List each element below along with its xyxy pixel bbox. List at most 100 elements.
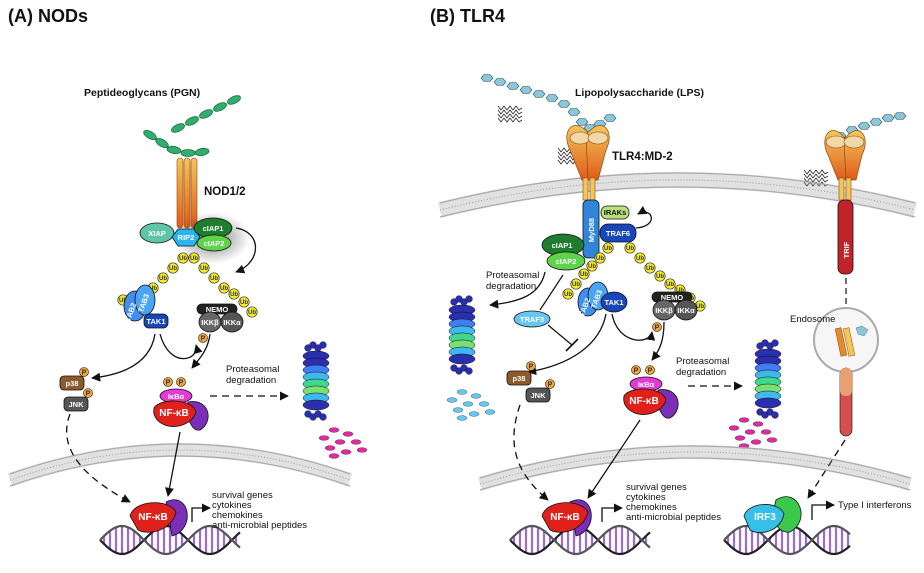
ciap2-protein: cIAP2 xyxy=(196,234,232,252)
transcription-arrow-b xyxy=(601,503,623,522)
ubiquitin-bead xyxy=(188,252,200,264)
ubiquitin-label: Ub xyxy=(220,286,228,292)
dna-strand xyxy=(723,524,851,556)
lps-sugar xyxy=(881,114,895,122)
lipid-tail xyxy=(497,109,523,115)
ubiquitin-label: Ub xyxy=(248,310,256,316)
lps-sugar xyxy=(493,78,507,86)
fragments-b-right xyxy=(728,417,778,449)
ubiquitin-bead xyxy=(218,282,230,294)
phospho-ikk-a: P xyxy=(201,336,206,343)
traf3-inhibition-line xyxy=(547,324,573,346)
ubiquitin-label: Ub xyxy=(626,246,634,252)
ciap-degradation-arrow xyxy=(489,271,546,309)
proteasome-cap xyxy=(771,339,779,347)
fragments-a xyxy=(318,427,368,459)
peptide-fragment xyxy=(750,439,762,445)
traf3-inhibition-bar xyxy=(565,338,579,352)
ikk-complex-b: NEMO IKKβ IKKα P xyxy=(651,291,698,332)
ubiquitin-label: Ub xyxy=(656,274,664,280)
ubiquitin-label: Ub xyxy=(676,288,684,294)
ubiquitin-label: Ub xyxy=(179,256,187,262)
ubiquitin-label: Ub xyxy=(230,292,238,298)
ubiquitin-bead xyxy=(624,242,636,254)
lps-sugar xyxy=(575,118,589,126)
myd88-protein: MyD88 xyxy=(582,199,600,259)
ubiquitin-label: Ub xyxy=(159,276,167,282)
gene-a-2: chemokines xyxy=(212,510,263,521)
nfkb-label-b: NF-κB xyxy=(629,396,658,407)
lipid-tail xyxy=(803,169,829,175)
ubiquitination-arrow xyxy=(235,227,257,274)
lps-sugar xyxy=(532,90,546,98)
proteasome-cap xyxy=(319,341,327,349)
ubiquitin-bead xyxy=(238,296,250,308)
peptide-fragment xyxy=(470,393,482,399)
dna-strand xyxy=(509,524,651,556)
nfkb-ikba-a: P P IκBα NF-κB xyxy=(153,377,209,431)
gene-list-a: survival genes cytokines chemokines anti… xyxy=(212,490,307,531)
traf3-protein: TRAF3 xyxy=(513,310,551,328)
ubiquitin-bead xyxy=(586,260,598,272)
endosome-label: Endosome xyxy=(790,314,835,325)
p38-label-b: p38 xyxy=(513,374,526,383)
nfkb-translocation-arrow-a xyxy=(165,431,181,497)
p38-label-a: p38 xyxy=(66,379,79,388)
peptide-fragment xyxy=(350,439,362,445)
traf3-link xyxy=(539,274,564,311)
pgn-ligand xyxy=(143,95,241,157)
nfkb-ikba-b: P P IκBα NF-κB xyxy=(623,365,679,419)
proteasome-ring xyxy=(302,399,330,411)
ubiquitin-bead xyxy=(570,278,582,290)
ciap2-label-b: cIAP2 xyxy=(556,257,577,266)
nfkb-nuclear-label-a: NF-κB xyxy=(138,512,167,523)
nemo-label-b: NEMO xyxy=(661,293,684,302)
lps-sugar xyxy=(893,112,907,120)
nfkb-nuclear-label-b: NF-κB xyxy=(550,512,579,523)
peptide-fragment xyxy=(484,409,496,415)
lps-sugar xyxy=(869,118,883,126)
phospho-ikba-b-1: P xyxy=(634,368,639,375)
phospho-p38-a: P xyxy=(82,370,87,377)
lipid-tail xyxy=(497,117,523,123)
ubiquitin-bead xyxy=(198,262,210,274)
transcription-arrow-irf3 xyxy=(811,500,835,520)
ubiquitin-bead xyxy=(208,272,220,284)
gene-b-2: chemokines xyxy=(626,502,677,513)
lipid-tail xyxy=(803,173,829,179)
ikka-label-a: IKKα xyxy=(223,318,241,327)
ubiquitin-label: Ub xyxy=(636,256,644,262)
ubiquitin-label: Ub xyxy=(572,282,580,288)
lps-sugar xyxy=(567,108,581,116)
jnk-label-a: JNK xyxy=(68,400,84,409)
peptide-fragment xyxy=(452,407,464,413)
peptide-fragment xyxy=(446,397,458,403)
irf3-output-label: Type I interferons xyxy=(838,500,912,511)
tak1-to-ikk-arrow-b xyxy=(611,313,656,341)
peptide-fragment xyxy=(752,421,764,427)
nuclear-membrane-a xyxy=(7,443,353,487)
myd88-label: MyD88 xyxy=(587,218,596,242)
ikk-to-ikba-arrow-b xyxy=(651,321,665,361)
ubiquitin-label: Ub xyxy=(210,276,218,282)
lipid-tail xyxy=(497,105,523,111)
ubiquitin-label: Ub xyxy=(119,298,127,304)
ikk-complex-a: NEMO IKKβ IKKα P xyxy=(196,303,244,343)
iraks-label: IRAKs xyxy=(604,208,627,217)
peptide-fragment xyxy=(734,435,746,441)
peptide-fragment xyxy=(738,417,750,423)
tak1-label-a: TAK1 xyxy=(146,317,165,326)
phospho-jnk-a: P xyxy=(86,391,91,398)
tab-tak-complex-a: TAB2 TAB3 TAK1 xyxy=(123,284,169,329)
panel-a-receptor-label: NOD1/2 xyxy=(204,186,246,198)
peptide-fragment xyxy=(328,453,340,459)
proteasome-cap xyxy=(465,367,473,375)
iraks-protein: IRAKs xyxy=(600,205,630,220)
panel-b-receptor-label: TLR4:MD-2 xyxy=(612,151,673,163)
nfkb-nuclear-b: NF-κB xyxy=(541,499,592,537)
endosome xyxy=(813,307,879,373)
